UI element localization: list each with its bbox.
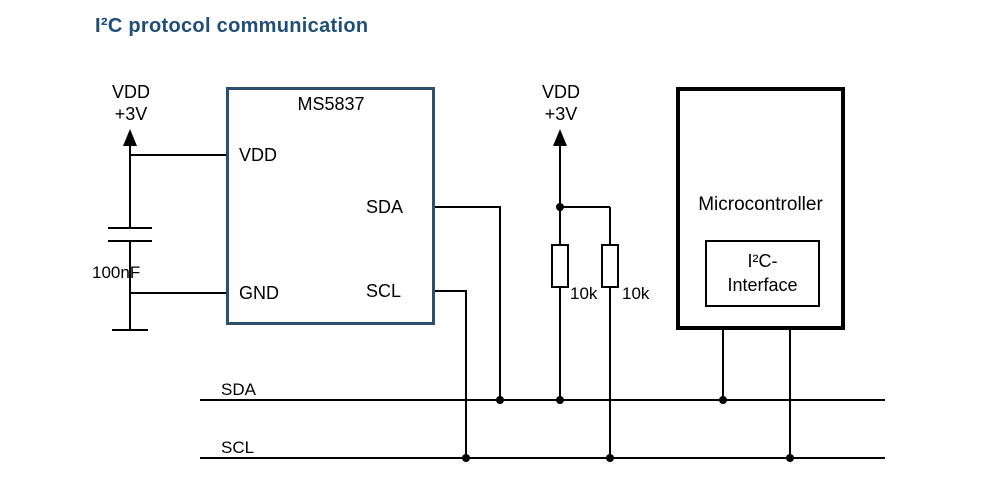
pullup-vdd-arrow-icon — [553, 129, 567, 146]
sensor-box — [226, 87, 435, 325]
pullup-resistor-scl — [601, 244, 619, 288]
sensor-sda-wire — [434, 206, 501, 400]
mcu-box — [676, 87, 845, 330]
sensor-pin-gnd-label: GND — [239, 283, 279, 303]
sensor-name-label: MS5837 — [297, 94, 365, 114]
junction-dots — [462, 203, 794, 462]
pullup-r1-value-label: 10k — [570, 284, 598, 303]
left-supply-3v-label: +3V — [114, 104, 148, 124]
i2c-interface-label: I²C- Interface — [706, 249, 819, 297]
page-title: I²C protocol communication — [95, 15, 369, 37]
pullup-supply-vdd-label: VDD — [541, 82, 580, 102]
pullup-resistor-sda — [551, 244, 569, 288]
left-supply-vdd-label: VDD — [111, 82, 150, 102]
i2c-interface-line1: I²C- — [747, 251, 778, 271]
sensor-pin-vdd-label: VDD — [239, 145, 278, 165]
pullup-supply-label: VDD +3V — [531, 81, 591, 125]
sensor-pin-sda-label: SDA — [366, 197, 404, 217]
sensor-pin-scl-label: SCL — [366, 281, 402, 301]
i2c-interface-line2: Interface — [727, 275, 798, 295]
left-vdd-arrow-icon — [123, 129, 137, 146]
sensor-scl-wire — [434, 290, 467, 458]
left-supply-label: VDD +3V — [104, 81, 158, 125]
mcu-name-label: Microcontroller — [698, 194, 823, 215]
pullup-supply-3v-label: +3V — [544, 104, 578, 124]
scl-bus-label: SCL — [221, 438, 255, 457]
capacitor-symbol — [108, 227, 152, 242]
sda-bus-label: SDA — [221, 380, 256, 399]
i2c-interface-box — [705, 240, 820, 307]
pullup-r2-value-label: 10k — [622, 284, 650, 303]
pullup-rails — [559, 144, 611, 458]
left-vdd-rail — [129, 144, 227, 330]
capacitor-value-label: 100nF — [92, 263, 141, 282]
